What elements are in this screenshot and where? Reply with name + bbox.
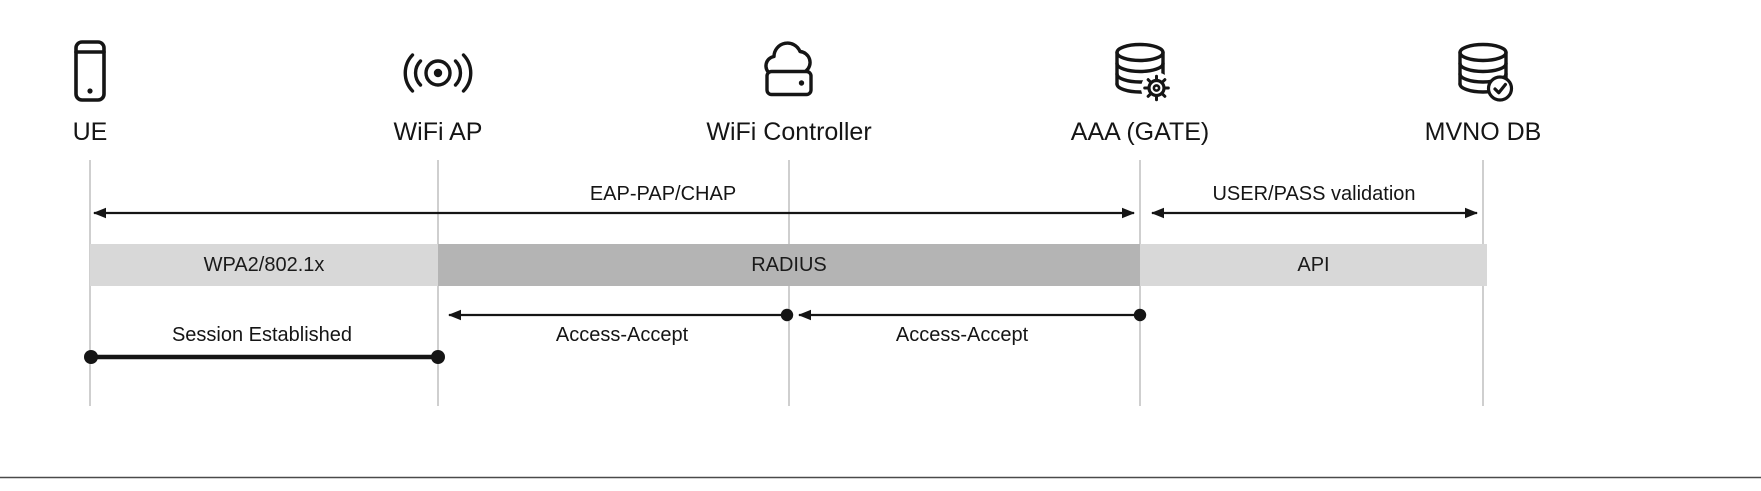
actor-aaa-gate: AAA (GATE)	[1030, 38, 1250, 146]
protocol-band-wpa2-label: WPA2/802.1x	[203, 253, 325, 276]
actor-label-ue: UE	[72, 118, 108, 146]
actor-label-mvno-db: MVNO DB	[1424, 118, 1542, 146]
message-arrow-access-accept-2	[798, 308, 1147, 322]
message-label-session-established: Session Established	[171, 324, 353, 346]
cloud-server-icon	[764, 41, 813, 97]
protocol-band-api-label: API	[1297, 253, 1330, 276]
phase-label-eap-pap-chap: EAP-PAP/CHAP	[589, 183, 737, 205]
actor-ue: UE	[0, 38, 200, 146]
actor-label-wifi-controller: WiFi Controller	[706, 118, 872, 146]
protocol-band-wpa2: WPA2/802.1x	[90, 244, 438, 286]
wifi-antenna-icon	[403, 53, 473, 93]
message-label-access-accept-2: Access-Accept	[895, 324, 1029, 346]
protocol-band-radius: RADIUS	[438, 244, 1140, 286]
database-check-icon	[1458, 42, 1514, 102]
actor-label-wifi-ap: WiFi AP	[393, 118, 483, 146]
message-arrow-access-accept-1	[448, 308, 794, 322]
protocol-band-api: API	[1140, 244, 1487, 286]
actor-wifi-controller: WiFi Controller	[679, 38, 899, 146]
message-line-session-established	[84, 350, 445, 364]
actor-mvno-db: MVNO DB	[1373, 38, 1593, 146]
database-gear-icon	[1115, 42, 1172, 104]
phase-label-user-pass-validation: USER/PASS validation	[1212, 183, 1416, 205]
smartphone-icon	[74, 40, 106, 102]
message-label-access-accept-1: Access-Accept	[555, 324, 689, 346]
actor-wifi-ap: WiFi AP	[328, 38, 548, 146]
actor-label-aaa-gate: AAA (GATE)	[1070, 118, 1210, 146]
protocol-band-radius-label: RADIUS	[751, 253, 827, 276]
